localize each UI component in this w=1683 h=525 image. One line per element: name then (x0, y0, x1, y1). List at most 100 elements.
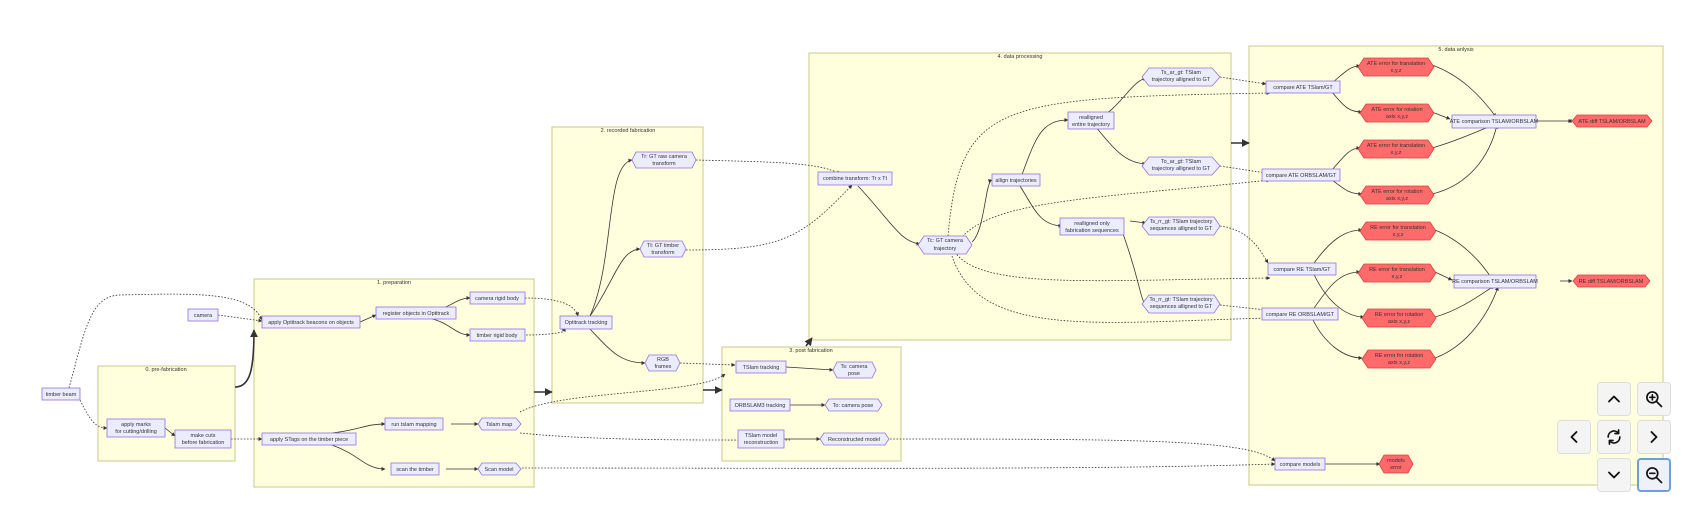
node-scan-model[interactable]: Scan model (477, 462, 522, 476)
node-camera-rigid-body[interactable]: camera rigid body (469, 291, 526, 305)
node-ts-ar-gt[interactable]: Ts_ar_gt: TSlam trajectory alligned to G… (1141, 67, 1221, 87)
node-label: timber rigid body (477, 333, 518, 339)
node-reconstructed-model[interactable]: Reconstructed model (819, 432, 890, 446)
pan-right-button[interactable] (1637, 420, 1671, 454)
node-compare-re-orbslam[interactable]: compare RE ORBSLAM/GT (1261, 307, 1339, 321)
node-re-translation-1[interactable]: RE error for translation x,y,z (1359, 221, 1437, 241)
node-re-translation-2[interactable]: RE error for translation x,y,z (1357, 263, 1437, 283)
edge (954, 251, 1271, 282)
node-label: combine transform: Tr x Tt (823, 176, 888, 182)
edge (519, 373, 726, 413)
edge (1219, 225, 1269, 264)
node-label: Scan model (484, 467, 513, 473)
node-to-camera-pose[interactable]: To: camera pose (824, 398, 883, 412)
node-label: entire trajectory (1072, 122, 1110, 128)
node-label: TSlam model (745, 433, 777, 439)
edge (79, 399, 108, 430)
node-apply-stags[interactable]: apply STags on the timber piece (261, 432, 357, 446)
node-optitrack-tracking[interactable]: Optitrack tracking (559, 315, 613, 330)
node-label: ATE error for rotation (1371, 189, 1422, 195)
node-label: x,y,z (1392, 274, 1403, 280)
node-tslam-map[interactable]: Tslam map (477, 417, 522, 431)
node-allign-trajectories[interactable]: allign trajectories (991, 173, 1041, 187)
node-compare-models[interactable]: compare models (1274, 457, 1326, 471)
node-timber-rigid-body[interactable]: timber rigid body (469, 328, 526, 342)
node-to-rr-gt[interactable]: To_rr_gt: TSlam trajectory sequences all… (1141, 294, 1221, 314)
node-ts-rr-gt[interactable]: Ts_rr_gt: TSlam trajectory sequences all… (1141, 216, 1221, 236)
node-scan-timber[interactable]: scan the timber (390, 462, 440, 476)
node-label: apply Optitrack beacons on objects (268, 320, 354, 326)
pan-up-button[interactable] (1597, 382, 1631, 416)
node-tr-camera-transform[interactable]: Tr: GT raw camera transform (631, 151, 697, 169)
node-re-rotation-1[interactable]: RE error for rotation axis x,y,z (1361, 308, 1437, 328)
reset-view-button[interactable] (1597, 420, 1631, 454)
node-orbslam-tracking[interactable]: ORBSLAM3 tracking (729, 398, 791, 412)
node-models-error[interactable]: models error (1378, 454, 1414, 474)
node-label: transform (652, 161, 676, 167)
node-label: compare models (1280, 462, 1321, 468)
edge (1311, 270, 1361, 312)
node-apply-optitrack[interactable]: apply Optitrack beacons on objects (261, 315, 361, 329)
node-run-tslam-mapping[interactable]: run tslam mapping (384, 417, 444, 431)
node-label: ATE error for translation (1367, 61, 1425, 67)
edge (1219, 76, 1267, 86)
zoom-in-button[interactable] (1637, 382, 1671, 416)
node-label: allign trajectories (995, 178, 1037, 184)
node-label: Tslam map (486, 422, 513, 428)
node-ate-translation-1[interactable]: ATE error for translation x,y,z (1357, 57, 1435, 77)
node-label: To_ar_gt: TSlam (1161, 159, 1202, 165)
chevron-up-icon (1608, 395, 1620, 403)
node-label: To_rr_gt: TSlam trajectory (1149, 297, 1212, 303)
node-tslam-tracking[interactable]: TSlam tracking (735, 360, 787, 374)
node-label: ATE error for rotation (1371, 107, 1422, 113)
node-compare-re-tslam[interactable]: compare RE TSlam/GT (1267, 262, 1337, 276)
node-ate-diff[interactable]: ATE diff TSLAM/ORBSLAM (1571, 114, 1653, 128)
node-ate-rotation-1[interactable]: ATE error for rotation axis x,y,z (1359, 103, 1435, 123)
pan-left-button[interactable] (1557, 420, 1591, 454)
node-realigned-entire[interactable]: realligned entire trajectory (1067, 111, 1115, 130)
edge (1019, 118, 1069, 181)
node-apply-marks[interactable]: apply marks for cutting/drilling (106, 418, 166, 438)
node-label: axis x,y,z (1386, 114, 1408, 120)
node-compare-ate-tslam[interactable]: compare ATE TSlam/GT (1265, 80, 1341, 94)
node-label: sequences alligned to GT (1150, 226, 1213, 232)
node-label: compare ATE TSlam/GT (1273, 85, 1333, 91)
node-label: RE error for rotation (1375, 353, 1424, 359)
node-re-comparison[interactable]: RE comparison TSLAM/ORBSLAM (1452, 274, 1538, 289)
node-ate-translation-2[interactable]: ATE error for translation x,y,z (1357, 139, 1435, 159)
node-tslam-model-reconstruction[interactable]: TSlam model reconstruction (737, 429, 785, 449)
node-ts-camera-pose[interactable]: Ts: camera pose (832, 361, 877, 379)
node-label: reconstruction (744, 440, 779, 446)
chevron-left-icon (1570, 431, 1578, 443)
node-combine-transform[interactable]: combine transform: Tr x Tt (817, 171, 893, 186)
node-timber-beam[interactable]: timber beam (41, 387, 81, 401)
node-rgb-frames[interactable]: RGB frames (644, 354, 681, 372)
node-label: Tr: GT raw camera (641, 154, 688, 160)
node-compare-ate-orbslam[interactable]: compare ATE ORBSLAM/GT (1261, 168, 1341, 182)
node-ate-comparison[interactable]: ATE comparison TSLAM/ORBSLAM (1450, 114, 1539, 129)
node-label: trajectory (934, 246, 957, 252)
node-label: axis x,y,z (1388, 319, 1410, 325)
node-label: realligned (1079, 115, 1103, 121)
edge (234, 329, 258, 388)
zoom-out-button[interactable] (1637, 458, 1671, 492)
subgraph-title: 2. recorded fabrication (601, 128, 656, 134)
node-tc-gt-trajectory[interactable]: Tc: GT camera trajectory (917, 235, 973, 255)
node-label: RE error for translation (1370, 225, 1426, 231)
node-label: register objects in Optitrack (383, 311, 450, 317)
node-realigned-fabrication[interactable]: realligned only fabrication sequences (1059, 217, 1125, 236)
node-camera[interactable]: camera (187, 308, 219, 322)
nodes[interactable]: timber beam apply marks for cutting/dril… (41, 57, 1653, 476)
node-tt-timber-transform[interactable]: Tt: GT timber transform (639, 240, 687, 258)
node-label: run tslam mapping (391, 422, 436, 428)
node-ate-rotation-2[interactable]: ATE error for rotation axis x,y,z (1359, 185, 1435, 205)
node-re-rotation-2[interactable]: RE error for rotation axis x,y,z (1361, 349, 1437, 369)
edge (1331, 146, 1361, 171)
node-re-diff[interactable]: RE diff TSLAM/ORBSLAM (1572, 274, 1651, 288)
node-make-cuts[interactable]: make cuts before fabrication (174, 429, 232, 449)
node-register-optitrack[interactable]: register objects in Optitrack (375, 306, 457, 320)
pan-down-button[interactable] (1597, 458, 1631, 492)
node-to-ar-gt[interactable]: To_ar_gt: TSlam trajectory alligned to G… (1141, 156, 1221, 176)
node-label: TSlam tracking (743, 365, 780, 371)
